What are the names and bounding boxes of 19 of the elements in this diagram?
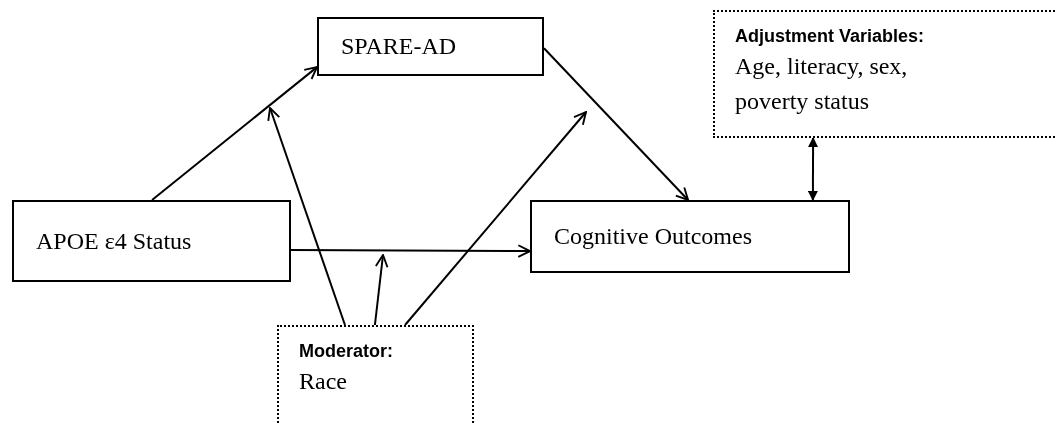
arrow: [290, 244, 531, 258]
note-box: [277, 325, 474, 423]
variable-box: [12, 200, 291, 282]
box-text: APOE ε4 Status: [36, 226, 192, 256]
arrow: [151, 66, 318, 201]
box-text: Age, literacy, sex, poverty status: [735, 52, 909, 116]
box-text: Race: [299, 367, 347, 397]
arrow: [807, 137, 819, 201]
arrow: [267, 107, 346, 326]
variable-box: [530, 200, 850, 273]
box-heading: Adjustment Variables:: [735, 25, 925, 48]
note-box: [713, 10, 1057, 138]
arrow: [373, 254, 389, 326]
arrow: [404, 111, 587, 326]
box-text: Cognitive Outcomes: [554, 222, 752, 252]
variable-box: [317, 17, 544, 76]
box-text: SPARE-AD: [341, 32, 457, 62]
arrow: [543, 47, 690, 201]
box-heading: Moderator:: [299, 340, 393, 363]
